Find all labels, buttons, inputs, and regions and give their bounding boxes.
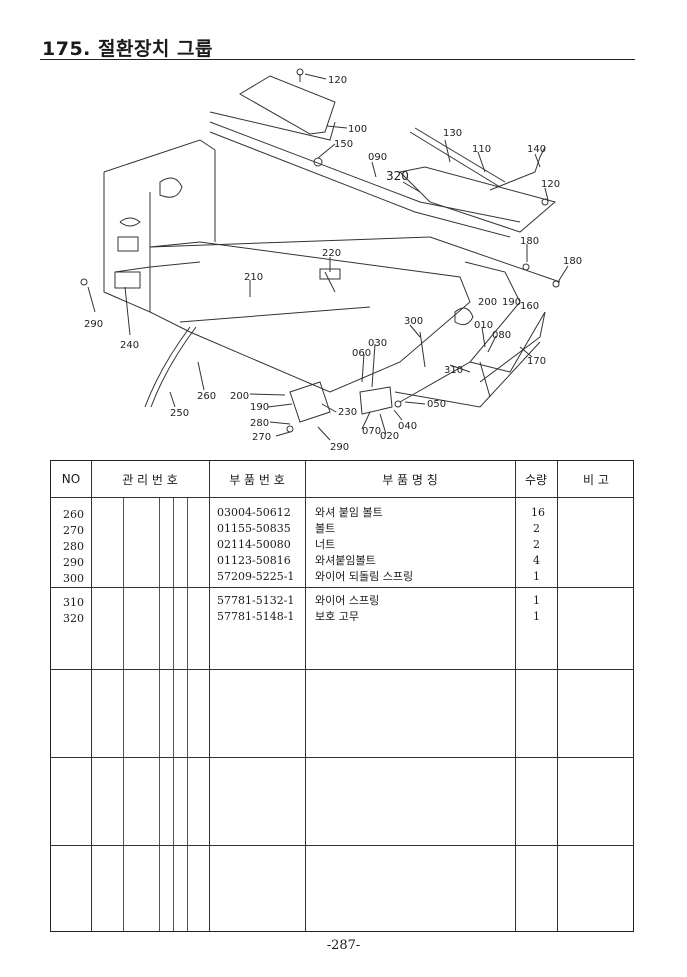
callout: 070 — [362, 426, 381, 437]
row-part-name: 와셔 붙임 볼트 — [315, 506, 383, 519]
group-divider — [51, 587, 633, 588]
row-qty: 2 — [533, 538, 540, 551]
callout: 230 — [338, 407, 357, 418]
sub-col-divider — [159, 497, 160, 931]
callout: 260 — [197, 391, 216, 402]
row-part-no: 03004-50612 — [217, 506, 291, 519]
callout: 210 — [244, 272, 263, 283]
callout: 320 — [386, 169, 409, 183]
row-part-name: 볼트 — [315, 522, 336, 535]
callout-labels: 120 100 150 090 130 110 140 320 120 180 … — [84, 75, 582, 452]
callout: 220 — [322, 248, 341, 259]
row-part-name: 와이어 스프링 — [315, 594, 380, 607]
row-qty: 2 — [533, 522, 540, 535]
callout: 020 — [380, 431, 399, 442]
group-divider — [51, 845, 633, 846]
header-qty: 수량 — [524, 472, 548, 487]
col-divider — [515, 461, 516, 931]
callout: 160 — [520, 301, 539, 312]
title-rule — [40, 59, 635, 60]
header-part-no: 부 품 번 호 — [229, 472, 285, 487]
callout: 140 — [527, 144, 546, 155]
callout: 150 — [334, 139, 353, 150]
callout: 100 — [348, 124, 367, 135]
callout: 250 — [170, 408, 189, 419]
row-part-name: 와이어 되돌림 스프링 — [315, 570, 414, 583]
callout: 180 — [563, 256, 582, 267]
row-no: 280 — [63, 540, 84, 553]
row-part-no: 01155-50835 — [217, 522, 291, 535]
callout: 190 — [502, 297, 521, 308]
header-remark: 비 고 — [583, 472, 609, 487]
row-no: 270 — [63, 524, 84, 537]
row-part-name: 와셔붙임볼트 — [315, 554, 376, 567]
page-number: -287- — [326, 938, 361, 953]
diagram-drawing — [80, 68, 569, 441]
row-part-name: 너트 — [315, 538, 336, 551]
callout: 080 — [492, 330, 511, 341]
header-mgmt-no: 관 리 번 호 — [122, 472, 178, 487]
sub-col-divider — [123, 497, 124, 931]
group-divider — [51, 757, 633, 758]
row-qty: 4 — [533, 554, 540, 567]
row-part-no: 01123-50816 — [217, 554, 291, 567]
header-part-name: 부 품 명 칭 — [382, 472, 438, 487]
callout: 200 — [478, 297, 497, 308]
col-divider — [91, 461, 92, 931]
callout: 300 — [404, 316, 423, 327]
callout: 110 — [472, 144, 491, 155]
callout: 050 — [427, 399, 446, 410]
row-no: 320 — [63, 612, 84, 625]
callout: 120 — [328, 75, 347, 86]
row-qty: 1 — [533, 594, 540, 607]
callout: 060 — [352, 348, 371, 359]
header-divider — [51, 497, 633, 498]
callout: 310 — [444, 365, 463, 376]
callout: 040 — [398, 421, 417, 432]
callout: 170 — [527, 356, 546, 367]
col-divider — [209, 461, 210, 931]
sub-col-divider — [173, 497, 174, 931]
callout: 090 — [368, 152, 387, 163]
parts-table: NO 관 리 번 호 부 품 번 호 부 품 명 칭 수량 비 고 260 03… — [50, 460, 634, 932]
row-no: 310 — [63, 596, 84, 609]
group-divider — [51, 669, 633, 670]
row-no: 260 — [63, 508, 84, 521]
row-qty: 1 — [533, 570, 540, 583]
callout: 290 — [84, 319, 103, 330]
callout: 130 — [443, 128, 462, 139]
row-part-no: 57209-5225-1 — [217, 570, 295, 583]
col-divider — [557, 461, 558, 931]
col-divider — [305, 461, 306, 931]
callout: 290 — [330, 442, 349, 452]
row-no: 300 — [63, 572, 84, 585]
header-no: NO — [61, 472, 81, 486]
row-part-name: 보호 고무 — [315, 610, 359, 623]
page-title: 175. 절환장치 그룹 — [42, 38, 213, 60]
row-qty: 1 — [533, 610, 540, 623]
callout: 240 — [120, 340, 139, 351]
row-part-no: 57781-5148-1 — [217, 610, 295, 623]
callout: 280 — [250, 418, 269, 429]
callout: 180 — [520, 236, 539, 247]
callout: 120 — [541, 179, 560, 190]
callout: 270 — [252, 432, 271, 443]
row-qty: 16 — [531, 506, 545, 519]
callout: 190 — [250, 402, 269, 413]
exploded-parts-diagram: 120 100 150 090 130 110 140 320 120 180 … — [80, 68, 582, 452]
sub-col-divider — [187, 497, 188, 931]
callout: 200 — [230, 391, 249, 402]
row-no: 290 — [63, 556, 84, 569]
row-part-no: 02114-50080 — [217, 538, 291, 551]
callout: 010 — [474, 320, 493, 331]
row-part-no: 57781-5132-1 — [217, 594, 295, 607]
callout: 030 — [368, 338, 387, 349]
